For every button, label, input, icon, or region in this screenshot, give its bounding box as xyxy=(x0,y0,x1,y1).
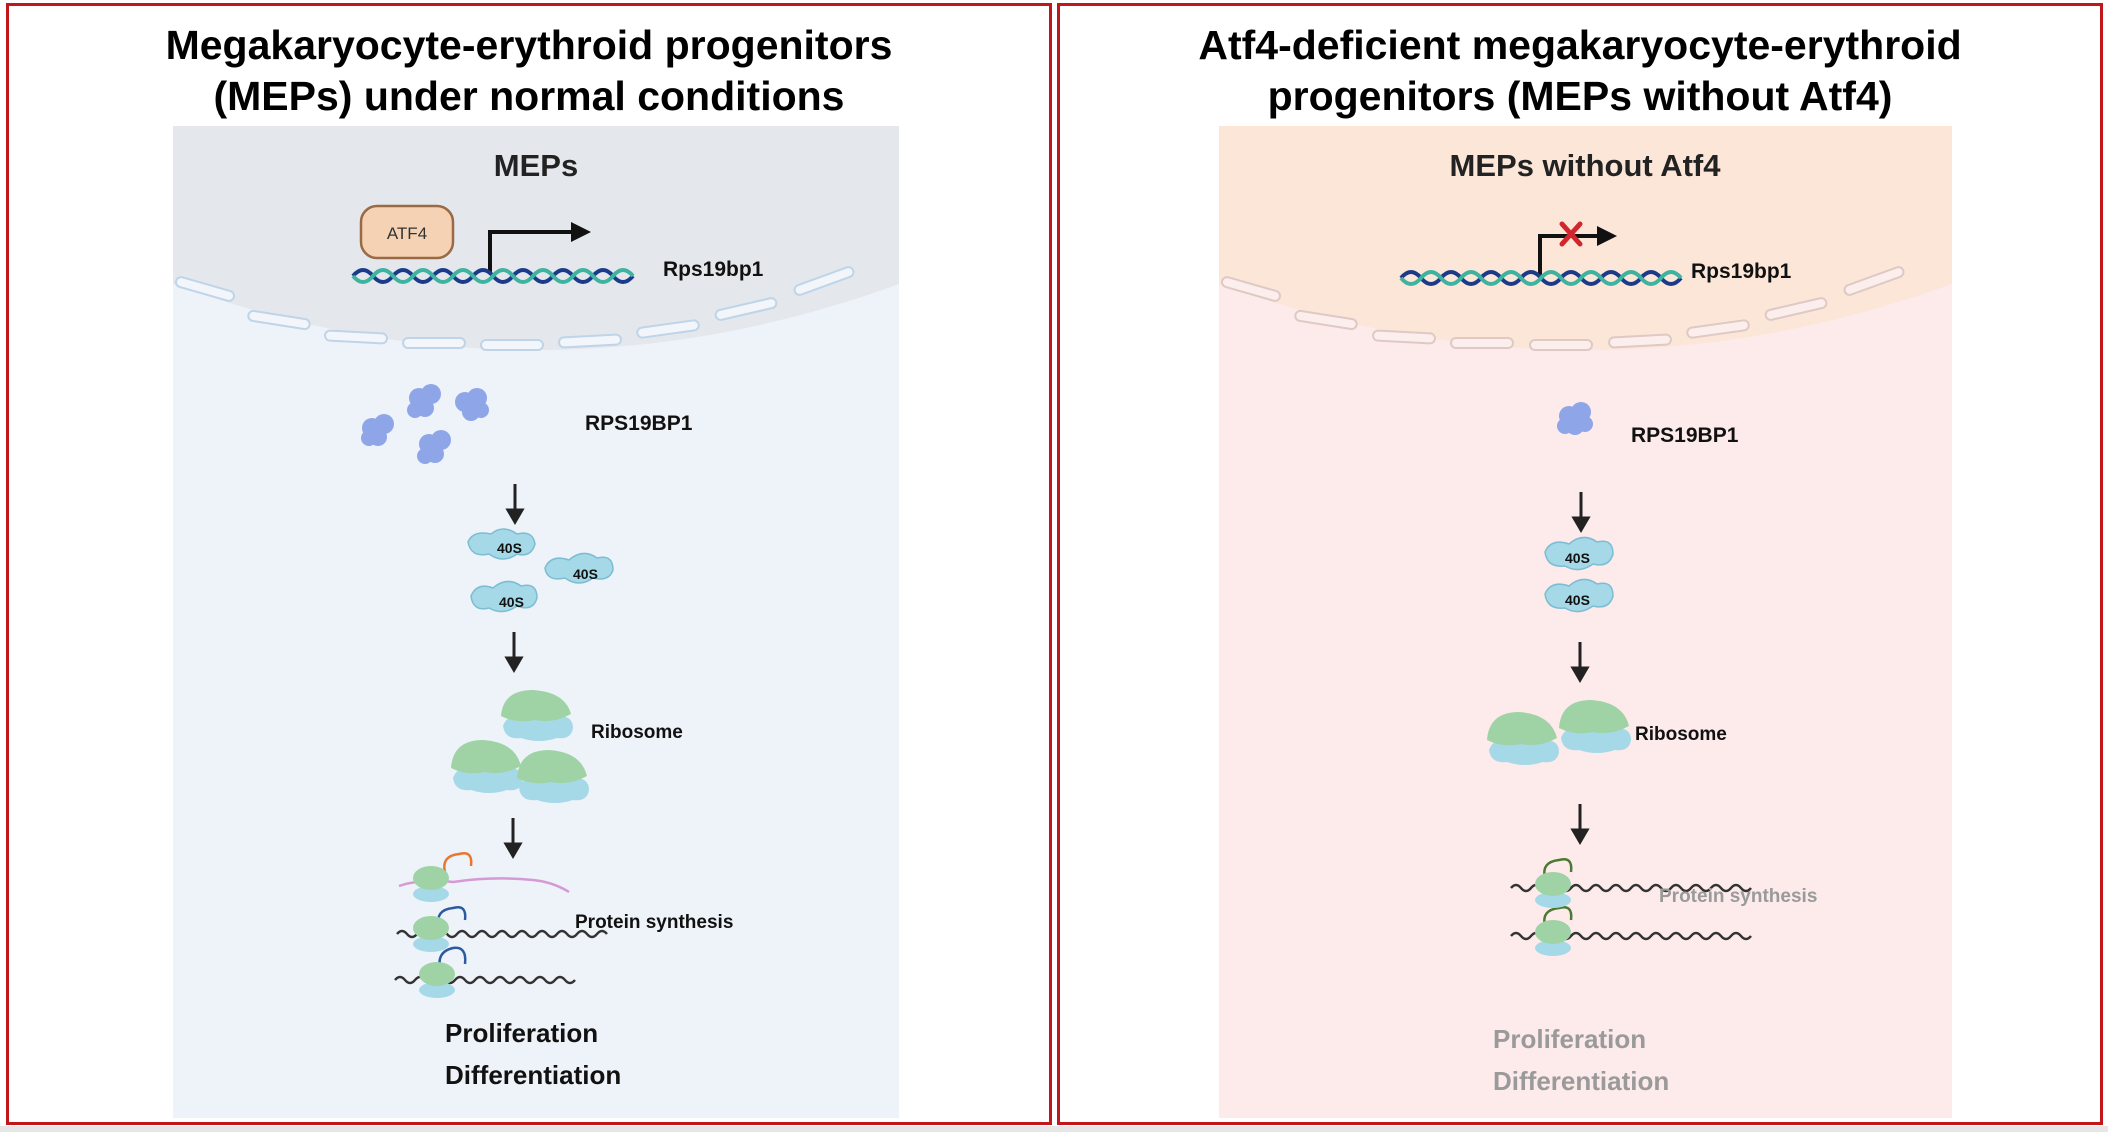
nuclear-envelope-icon xyxy=(174,266,855,351)
blocked-transcription-icon xyxy=(1538,226,1617,276)
down-arrow-icon xyxy=(504,632,524,673)
ribosome-40s-icon xyxy=(1544,536,1614,613)
protein-icon xyxy=(1557,402,1593,435)
atf4-deficient-illustration: MEPs without Atf4 Rps19bp1 RPS19BP1 40S … xyxy=(1219,126,1952,1118)
translating-ribosome-icon xyxy=(413,866,455,998)
subunit-label: 40S xyxy=(573,566,598,582)
ribosome-label: Ribosome xyxy=(1635,724,1727,745)
outcome-differentiation: Differentiation xyxy=(1493,1066,1669,1096)
normal-meps-panel: Megakaryocyte-erythroid progenitors (MEP… xyxy=(6,3,1052,1125)
gene-label: Rps19bp1 xyxy=(1691,260,1792,283)
down-arrow-icon xyxy=(503,818,523,859)
down-arrow-icon xyxy=(1570,804,1590,845)
protein-cluster-icon xyxy=(361,384,489,464)
translating-ribosome-icon xyxy=(1535,872,1571,956)
atf4-deficient-meps-panel: Atf4-deficient megakaryocyte-erythroid p… xyxy=(1057,3,2103,1125)
subunit-label: 40S xyxy=(1565,550,1590,566)
red-x-icon xyxy=(1559,221,1583,247)
cell-type-label: MEPs without Atf4 xyxy=(1450,148,1722,183)
atf4-box-icon xyxy=(359,204,455,260)
nucleus-background xyxy=(173,126,899,350)
subunit-label: 40S xyxy=(499,594,524,610)
dna-helix-icon xyxy=(351,268,635,284)
title-line-2: (MEPs) under normal conditions xyxy=(213,73,845,119)
nuclear-envelope-icon xyxy=(1220,266,1905,351)
protein-label: RPS19BP1 xyxy=(1631,424,1739,447)
title-line-2: progenitors (MEPs without Atf4) xyxy=(1267,73,1893,119)
title-line-1: Megakaryocyte-erythroid progenitors xyxy=(165,22,893,68)
panel-title-normal: Megakaryocyte-erythroid progenitors (MEP… xyxy=(9,20,1049,122)
down-arrow-icon xyxy=(1571,492,1591,533)
atf4-label: ATF4 xyxy=(387,224,427,243)
down-arrow-icon xyxy=(1570,642,1590,683)
subunit-label: 40S xyxy=(1565,592,1590,608)
gene-label: Rps19bp1 xyxy=(663,258,764,281)
ribosome-label: Ribosome xyxy=(591,722,683,743)
ribosome-icon xyxy=(1487,700,1631,765)
ribosome-icon xyxy=(451,690,589,803)
title-line-1: Atf4-deficient megakaryocyte-erythroid xyxy=(1198,22,1962,68)
panel-title-deficient: Atf4-deficient megakaryocyte-erythroid p… xyxy=(1060,20,2100,122)
ribosome-40s-icon xyxy=(467,528,614,613)
synthesis-label: Protein synthesis xyxy=(1659,886,1817,907)
normal-meps-illustration: MEPs ATF4 Rps19bp1 RPS19BP1 xyxy=(173,126,899,1118)
synthesis-label: Protein synthesis xyxy=(575,912,733,933)
transcription-arrow-icon xyxy=(488,222,591,274)
outcome-proliferation: Proliferation xyxy=(445,1018,598,1048)
protein-label: RPS19BP1 xyxy=(585,412,693,435)
subunit-label: 40S xyxy=(497,540,522,556)
outcome-differentiation: Differentiation xyxy=(445,1060,621,1090)
dna-helix-icon xyxy=(1399,270,1683,286)
cell-type-label: MEPs xyxy=(494,148,578,183)
down-arrow-icon xyxy=(505,484,525,525)
bottom-strip xyxy=(0,1126,2108,1132)
outcome-proliferation: Proliferation xyxy=(1493,1024,1646,1054)
